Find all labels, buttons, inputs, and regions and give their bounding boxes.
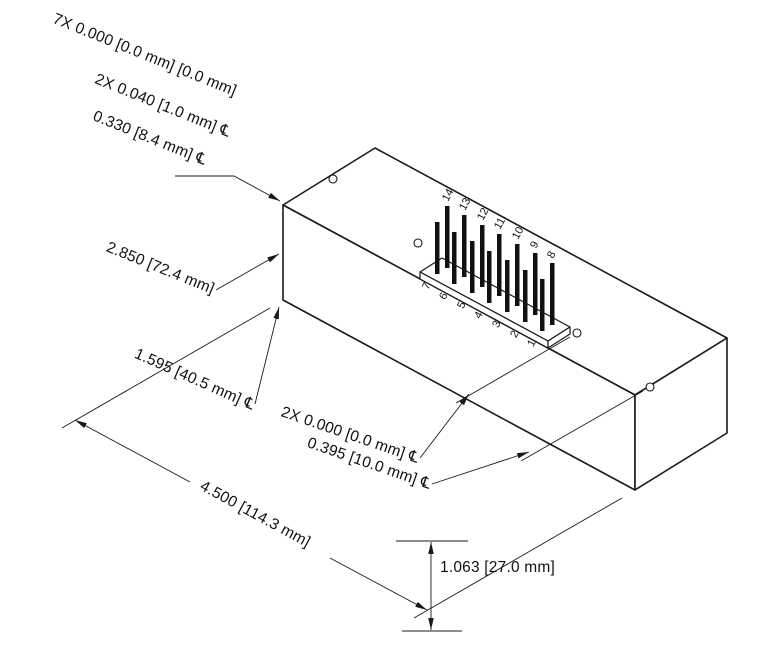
leader-1595 — [254, 306, 280, 405]
pin — [550, 263, 555, 325]
pin-number: 2 — [508, 329, 521, 340]
pin-number: 10 — [510, 225, 526, 241]
callout-7x-label: 7X 0.000 [0.0 mm] [0.0 mm] — [50, 10, 239, 99]
extension-line — [61, 307, 271, 429]
dim-2850-label: 2.850 [72.4 mm] — [104, 239, 217, 298]
pin-number: 12 — [475, 206, 491, 222]
pin-number: 9 — [528, 239, 541, 250]
pin — [487, 251, 492, 303]
leader-lines — [175, 175, 530, 485]
pin — [470, 241, 475, 293]
extension-line — [413, 497, 623, 619]
pin-number: 6 — [437, 291, 450, 302]
pin-number: 4 — [472, 310, 485, 321]
pin-number: 3 — [490, 319, 503, 330]
dimension-height — [396, 540, 468, 632]
pin-header: 14 13 12 11 10 9 8 7 6 5 4 3 2 1 — [419, 187, 571, 349]
leader-2850 — [215, 253, 280, 291]
dimension-length — [61, 307, 623, 619]
pin — [452, 232, 457, 284]
pin — [497, 234, 502, 296]
dim-4500-label: 4.500 [114.3 mm] — [197, 478, 313, 551]
leader-2x000 — [419, 393, 470, 459]
mounting-hole — [645, 382, 655, 392]
mounting-hole — [328, 174, 338, 184]
leader-callout-stack — [175, 175, 281, 202]
pin — [445, 206, 450, 268]
dimension-line — [329, 557, 428, 611]
leader-0395 — [431, 451, 530, 485]
hole-centerline — [520, 390, 644, 462]
pin — [533, 253, 538, 315]
pin-number: 14 — [440, 187, 456, 203]
pin — [523, 270, 528, 322]
pin-number: 13 — [457, 196, 473, 212]
box-right-face — [634, 337, 728, 491]
dim-1595-label: 1.595 [40.5 mm] ℄ — [132, 345, 258, 414]
pin — [435, 222, 440, 274]
pin-number: 7 — [420, 281, 433, 292]
pin — [540, 279, 545, 331]
pin — [515, 244, 520, 306]
pin-number: 5 — [455, 300, 468, 311]
dimension-line — [74, 419, 191, 483]
mounting-hole — [413, 238, 423, 248]
pin — [462, 215, 467, 277]
header-base-side — [547, 326, 571, 349]
pin-number: 1 — [525, 338, 538, 349]
pin-number: 8 — [545, 249, 558, 260]
pin — [480, 225, 485, 287]
pin — [505, 260, 510, 312]
hole-centerline — [455, 336, 571, 404]
mounting-hole — [572, 328, 582, 338]
dim-1063-label: 1.063 [27.0 mm] — [440, 559, 555, 576]
pin-number: 11 — [492, 216, 508, 232]
